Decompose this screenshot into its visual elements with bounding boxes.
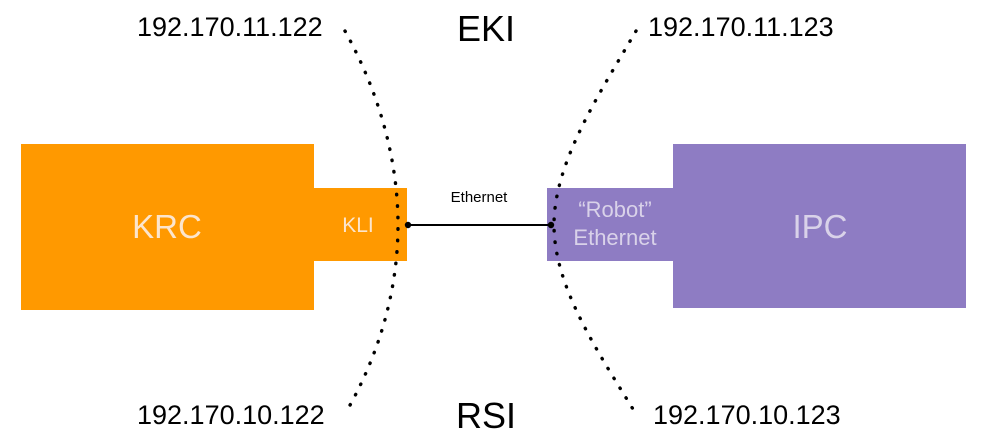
ip-address-bottom-left: 192.170.10.122 xyxy=(137,400,325,430)
ip-address-top-right: 192.170.11.123 xyxy=(648,12,834,42)
ip-address-bottom-right: 192.170.10.123 xyxy=(653,400,841,430)
krc-label: KRC xyxy=(132,208,202,245)
ethernet-connection[interactable]: Ethernet xyxy=(404,189,555,229)
ethernet-endpoint-left xyxy=(404,221,412,229)
robot-ethernet-label-line2: Ethernet xyxy=(573,225,656,250)
protocol-label-eki: EKI xyxy=(457,8,515,49)
ip-address-top-left: 192.170.11.122 xyxy=(137,12,323,42)
ipc-label: IPC xyxy=(792,208,847,245)
krc-block[interactable] xyxy=(21,144,314,310)
protocol-label-rsi: RSI xyxy=(456,395,516,436)
krc-node-group[interactable]: KRC KLI xyxy=(21,144,407,310)
ipc-block[interactable] xyxy=(673,144,966,308)
ethernet-endpoint-right xyxy=(547,221,555,229)
eki-rsi-right-dotted-arc xyxy=(552,29,638,416)
robot-ethernet-label-line1: “Robot” xyxy=(578,197,651,222)
ipc-node-group[interactable]: “Robot” Ethernet IPC xyxy=(547,144,966,308)
robot-ethernet-block[interactable] xyxy=(547,188,674,261)
kli-label: KLI xyxy=(342,214,374,237)
kli-block[interactable] xyxy=(313,188,407,261)
ethernet-link-label: Ethernet xyxy=(451,189,509,206)
